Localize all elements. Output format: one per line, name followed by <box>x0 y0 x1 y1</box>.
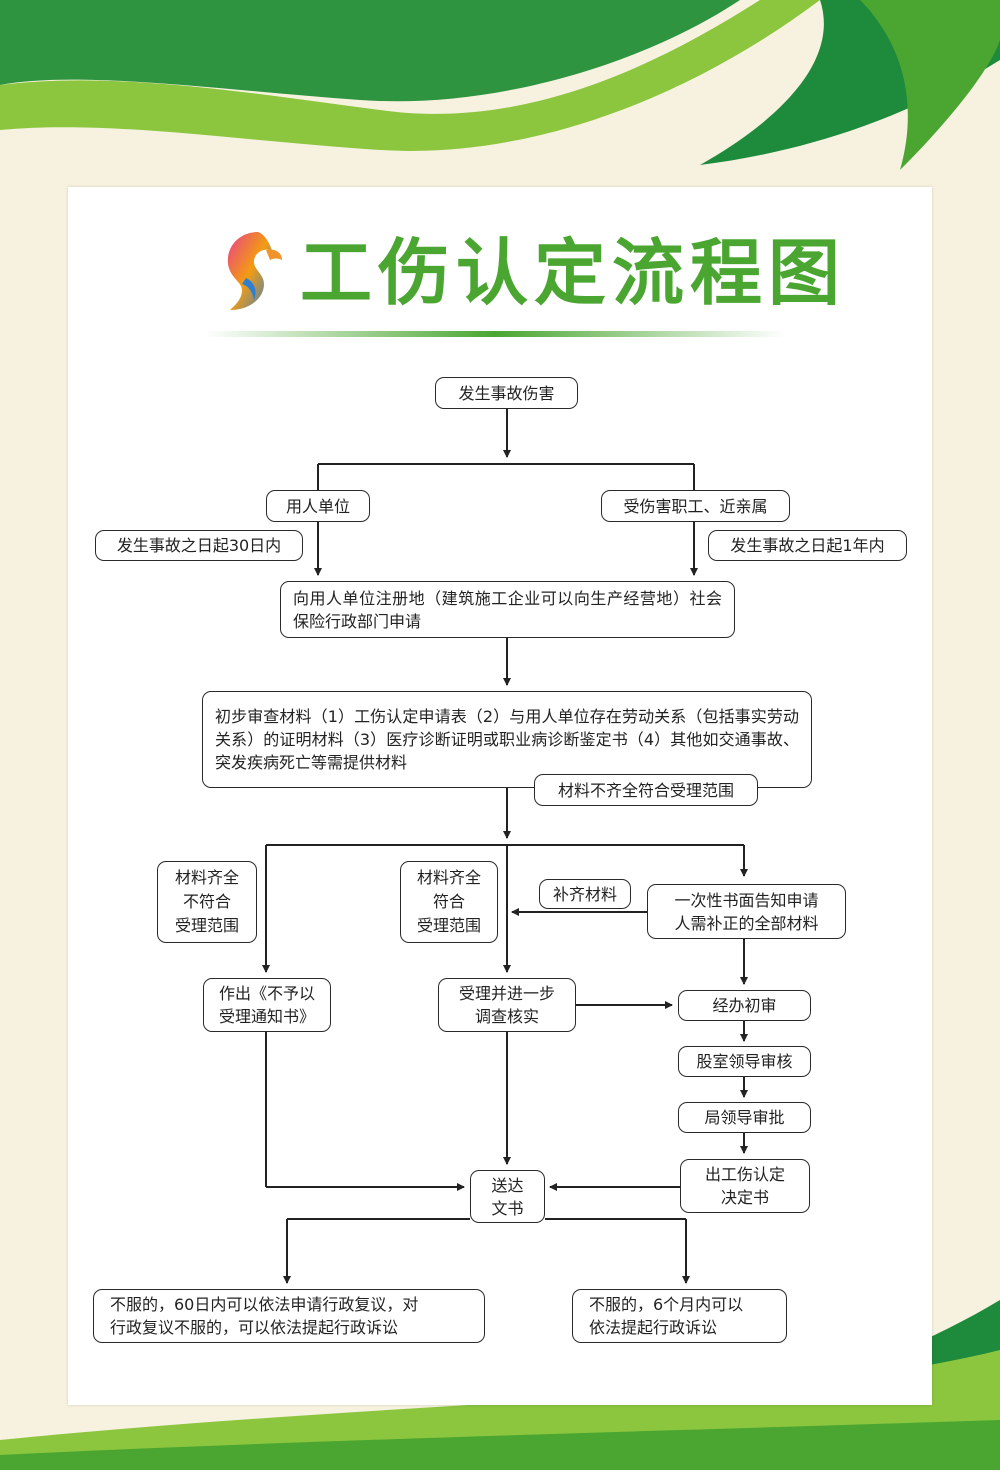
node-deadline-victim: 发生事故之日起1年内 <box>708 530 907 561</box>
node-section-review: 股室领导审核 <box>678 1046 811 1077</box>
node-initial-review: 经办初审 <box>678 990 811 1021</box>
node-accept-investigate: 受理并进一步 调查核实 <box>438 978 576 1032</box>
node-employer: 用人单位 <box>266 490 370 522</box>
node-deadline-employer: 发生事故之日起30日内 <box>95 530 303 561</box>
node-deliver: 送达 文书 <box>470 1170 545 1223</box>
node-reject-notice: 作出《不予以 受理通知书》 <box>203 978 331 1032</box>
node-issue-decision: 出工伤认定 决定书 <box>680 1159 810 1213</box>
node-appeal-60: 不服的，60日内可以依法申请行政复议，对 行政复议不服的，可以依法提起行政诉讼 <box>93 1289 485 1343</box>
node-complete-not-eligible: 材料齐全 不符合 受理范围 <box>157 861 257 943</box>
title-divider <box>205 331 785 337</box>
node-supplement: 补齐材料 <box>539 879 631 909</box>
node-incomplete-label: 材料不齐全符合受理范围 <box>534 774 758 806</box>
node-apply: 向用人单位注册地（建筑施工企业可以向生产经营地）社会保险行政部门申请 <box>280 581 735 638</box>
node-notify-once: 一次性书面告知申请 人需补正的全部材料 <box>647 884 846 939</box>
node-bureau-approve: 局领导审批 <box>678 1102 811 1133</box>
node-appeal-6m: 不服的，6个月内可以 依法提起行政诉讼 <box>572 1289 787 1343</box>
lion-head-icon <box>227 232 282 310</box>
page-title: 工伤认定流程图 <box>300 231 847 315</box>
node-complete-eligible: 材料齐全 符合 受理范围 <box>400 861 498 943</box>
node-victim: 受伤害职工、近亲属 <box>601 490 790 522</box>
node-occur: 发生事故伤害 <box>435 377 578 409</box>
node-review: 初步审查材料（1）工伤认定申请表（2）与用人单位存在劳动关系（包括事实劳动关系）… <box>202 691 812 788</box>
